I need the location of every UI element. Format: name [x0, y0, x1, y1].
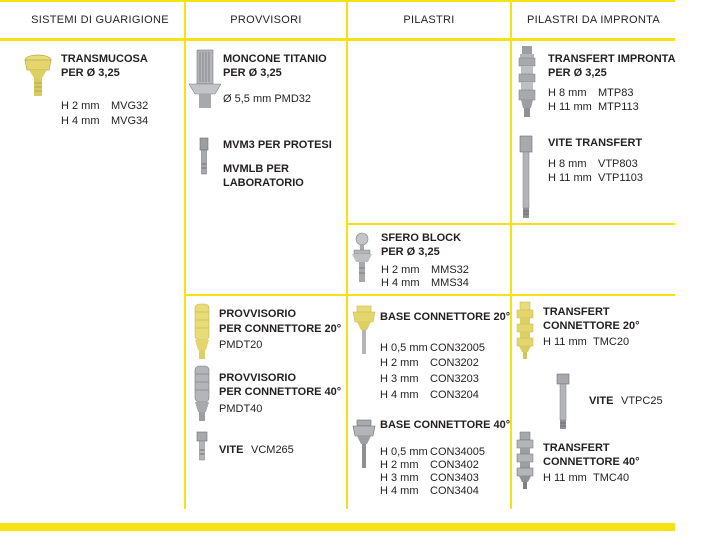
mvmlb-subtitle: LABORATORIO	[223, 177, 304, 189]
vite-transfert-screw-image	[519, 135, 533, 218]
transfert-20-size: H 11 mm	[543, 336, 587, 348]
mvm3-title: MVM3 PER PROTESI	[223, 139, 332, 151]
provvisorio-20-image	[194, 303, 210, 359]
transfert-impronta-title: TRANSFERT IMPRONTA	[548, 53, 676, 65]
sfero-block-size-1: H 2 mm	[381, 264, 420, 276]
vite-vtpc-code: VTPC25	[621, 395, 663, 407]
vite-transfert-size-2: H 11 mm	[548, 172, 592, 184]
transmucosa-diameter: PER Ø 3,25	[61, 67, 120, 79]
vite-vcm-code: VCM265	[251, 444, 294, 456]
vite-vtpc-screw-image	[556, 373, 570, 429]
sfero-block-image	[352, 232, 372, 282]
transmucosa-title: TRANSMUCOSA	[61, 53, 148, 65]
moncone-titanio-abutment-image	[188, 49, 222, 108]
transmucosa-code-1: MVG32	[111, 100, 149, 112]
sfero-block-code-1: MMS32	[431, 264, 469, 276]
vite-vtpc-label: VITE	[589, 395, 614, 407]
provvisorio-20-subtitle: PER CONNETTORE 20°	[219, 323, 342, 335]
transfert-40-title: TRANSFERT	[543, 442, 610, 454]
sfero-block-code-2: MMS34	[431, 277, 469, 289]
vite-transfert-code-2: VTP1103	[598, 172, 644, 184]
transfert-connettore-40-image	[516, 431, 534, 489]
base-40-code-4: CON3404	[430, 485, 479, 497]
base-40-code-1: CON34005	[430, 446, 486, 458]
base-20-size-1: H 0,5 mm	[380, 342, 428, 354]
base-connettore-20-image	[352, 305, 376, 354]
transfert-impronta-code-2: MTP113	[598, 101, 639, 113]
base-40-size-1: H 0,5 mm	[380, 446, 428, 458]
vite-transfert-size-1: H 8 mm	[548, 158, 587, 170]
transfert-connettore-20-image	[516, 301, 534, 359]
moncone-title: MONCONE TITANIO	[223, 53, 327, 65]
header-pilastri: PILASTRI	[403, 14, 455, 26]
transmucosa-size-1: H 2 mm	[61, 100, 100, 112]
base-40-size-2: H 2 mm	[380, 459, 419, 471]
vite-transfert-title: VITE TRANSFERT	[548, 137, 643, 149]
transfert-impronta-diameter: PER Ø 3,25	[548, 67, 607, 79]
vite-vcm-label: VITE	[219, 444, 244, 456]
footer-bar	[0, 523, 675, 531]
transmucosa-code-2: MVG34	[111, 115, 149, 127]
header-provvisori: PROVVISORI	[230, 14, 302, 26]
mvm3-screw-image	[199, 137, 209, 175]
provvisorio-40-subtitle: PER CONNETTORE 40°	[219, 386, 342, 398]
base-20-size-2: H 2 mm	[380, 357, 419, 369]
transfert-impronta-image	[518, 46, 536, 117]
transmucosa-size-2: H 4 mm	[61, 115, 100, 127]
base-40-code-3: CON3403	[430, 472, 479, 484]
sfero-block-diameter: PER Ø 3,25	[381, 246, 440, 258]
base-40-title: BASE CONNETTORE 40°	[380, 419, 511, 431]
base-20-code-3: CON3203	[430, 373, 479, 385]
base-40-code-2: CON3402	[430, 459, 479, 471]
transfert-impronta-code-1: MTP83	[598, 87, 634, 99]
moncone-spec: Ø 5,5 mm PMD32	[223, 93, 312, 105]
transfert-40-size: H 11 mm	[543, 472, 587, 484]
provvisorio-20-code: PMDT20	[219, 339, 263, 351]
base-20-title: BASE CONNETTORE 20°	[380, 311, 511, 323]
header-sistemi-di-guarigione: SISTEMI DI GUARIGIONE	[31, 14, 169, 26]
provvisorio-40-title: PROVVISORIO	[219, 372, 297, 384]
row-divider-pilastri-upper	[348, 223, 675, 225]
transfert-20-title: TRANSFERT	[543, 306, 610, 318]
vite-vcm-screw-image	[196, 431, 208, 461]
transfert-20-code: TMC20	[593, 336, 630, 348]
top-border-bar	[0, 0, 675, 2]
header-pilastri-da-impronta: PILASTRI DA IMPRONTA	[527, 14, 660, 26]
provvisorio-40-image	[194, 365, 210, 421]
transfert-impronta-size-2: H 11 mm	[548, 101, 592, 113]
base-40-size-4: H 4 mm	[380, 485, 419, 497]
base-20-code-1: CON32005	[430, 342, 486, 354]
vite-transfert-code-1: VTP803	[598, 158, 638, 170]
column-divider-1	[184, 0, 186, 509]
sfero-block-title: SFERO BLOCK	[381, 232, 462, 244]
mvmlb-title: MVMLB PER	[223, 163, 289, 175]
column-divider-2	[346, 0, 348, 509]
base-20-size-3: H 3 mm	[380, 373, 419, 385]
header-bottom-bar	[0, 38, 675, 41]
sfero-block-size-2: H 4 mm	[381, 277, 420, 289]
transmucosa-healing-cap-image	[24, 54, 52, 96]
column-divider-3	[510, 0, 512, 509]
row-divider-lower	[186, 294, 675, 296]
base-20-code-2: CON3202	[430, 357, 479, 369]
base-connettore-40-image	[352, 419, 376, 468]
transfert-20-subtitle: CONNETTORE 20°	[543, 320, 640, 332]
base-20-size-4: H 4 mm	[380, 389, 419, 401]
provvisorio-20-title: PROVVISORIO	[219, 308, 297, 320]
transfert-40-subtitle: CONNETTORE 40°	[543, 456, 640, 468]
transfert-40-code: TMC40	[593, 472, 630, 484]
base-20-code-4: CON3204	[430, 389, 479, 401]
base-40-size-3: H 3 mm	[380, 472, 419, 484]
provvisorio-40-code: PMDT40	[219, 403, 263, 415]
moncone-diameter: PER Ø 3,25	[223, 67, 282, 79]
transfert-impronta-size-1: H 8 mm	[548, 87, 587, 99]
